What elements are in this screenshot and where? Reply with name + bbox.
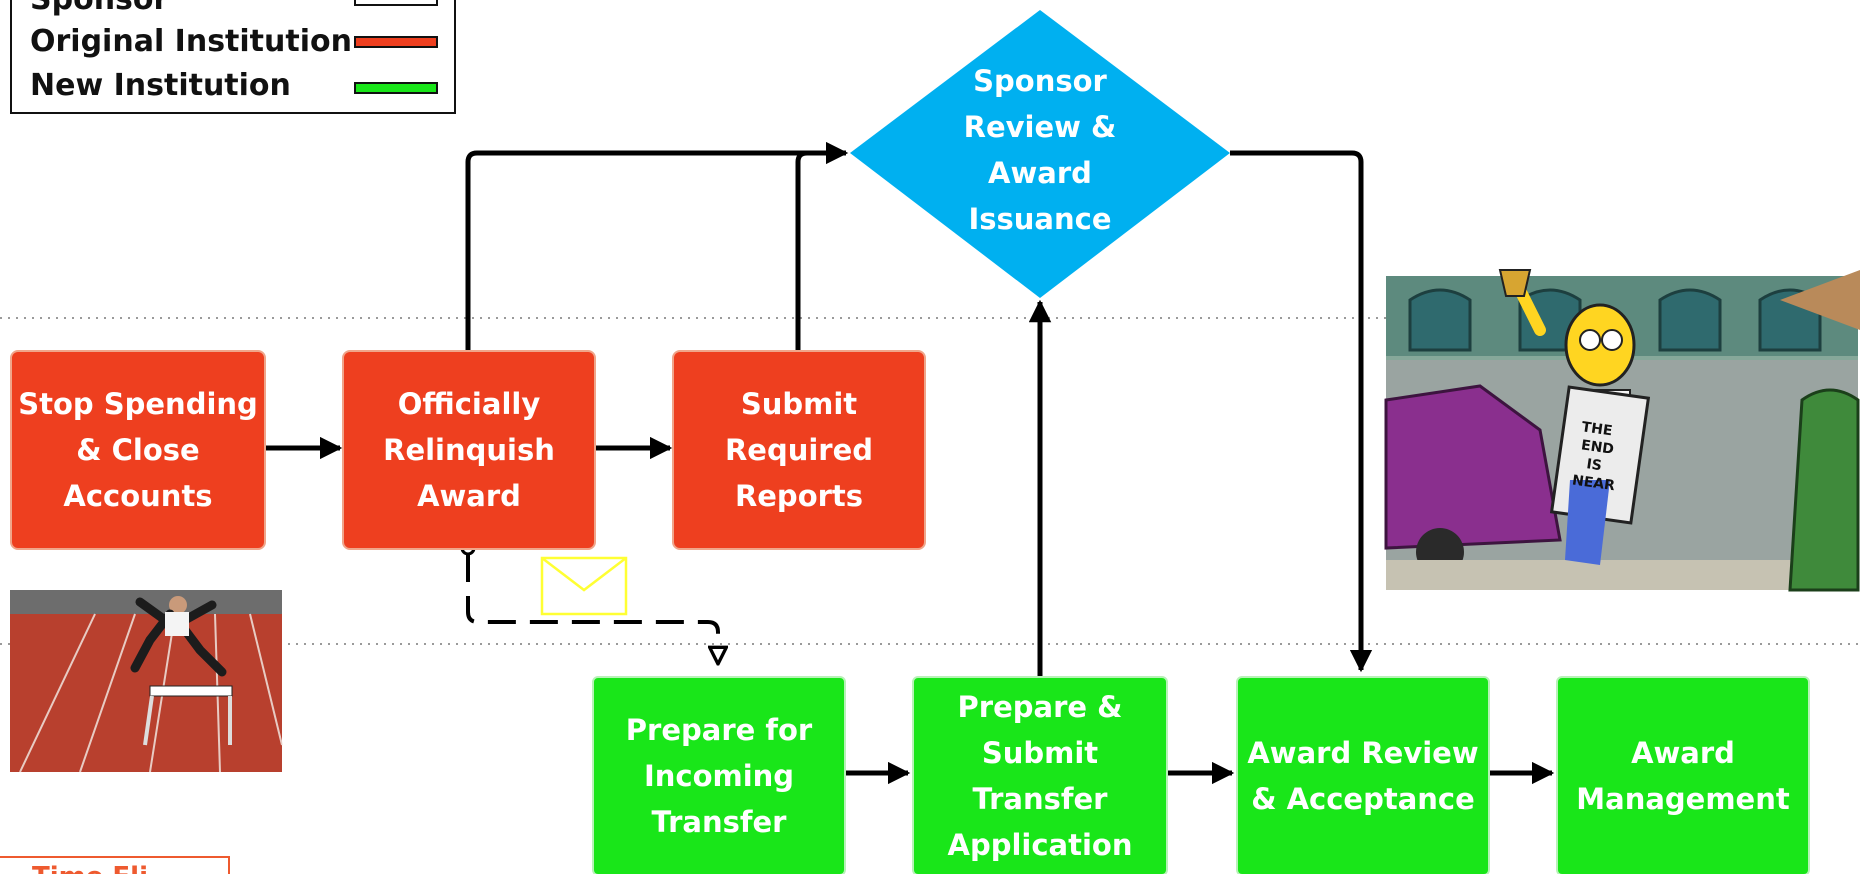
legend-swatch-original-institution [354, 36, 438, 48]
message-flow-dashed [466, 554, 718, 664]
legend-label-new-institution: New Institution [30, 68, 291, 103]
node-submit-required-reports: Submit Required Reports [672, 350, 926, 550]
legend: Sponsor Original Institution New Institu… [10, 0, 456, 114]
arrow-reports-to-sponsor [795, 150, 846, 350]
legend-swatch-new-institution [354, 82, 438, 94]
arrow-sponsor-to-award-review [1230, 150, 1373, 673]
sponsor-diamond-shape [850, 10, 1230, 298]
node-prepare-incoming-transfer: Prepare for Incoming Transfer [592, 676, 846, 874]
legend-label-original-institution: Original Institution [30, 24, 352, 59]
svg-text:THE: THE [1581, 419, 1614, 439]
node-stop-spending: Stop Spending & Close Accounts [10, 350, 266, 550]
envelope-icon [540, 556, 628, 616]
hurdle-photo [10, 590, 283, 773]
node-prepare-submit-transfer-application: Prepare & Submit Transfer Application [912, 676, 1168, 874]
node-sponsor-review-award-issuance: Sponsor Review & Award Issuance [963, 64, 1117, 236]
legend-swatch-sponsor [354, 0, 438, 6]
node-award-management: Award Management [1556, 676, 1810, 874]
legend-label-sponsor: Sponsor [30, 0, 168, 17]
time-flies-label: Time Fli [0, 856, 230, 874]
homer-image: THE END IS NEAR [1384, 269, 1860, 592]
node-award-review-acceptance: Award Review & Acceptance [1236, 676, 1490, 874]
svg-text:IS: IS [1585, 456, 1602, 474]
svg-text:NEAR: NEAR [1571, 472, 1616, 494]
node-officially-relinquish-award: Officially Relinquish Award [342, 350, 596, 550]
svg-text:END: END [1580, 437, 1615, 457]
arrow-relinquish-to-sponsor [465, 141, 849, 350]
